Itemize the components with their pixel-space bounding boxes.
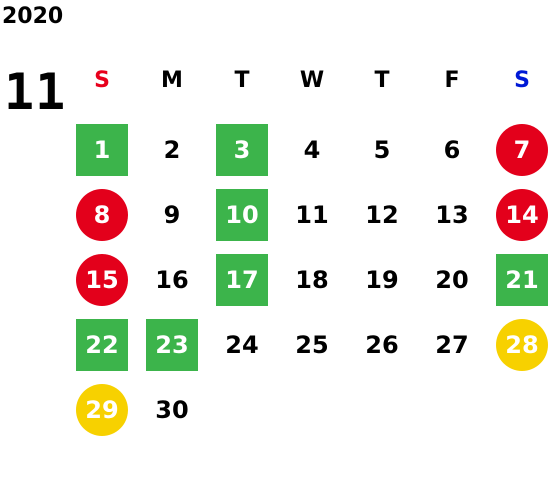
calendar-day-cell[interactable]: 9 [163,201,181,229]
calendar-day-cell[interactable]: 22 [76,319,128,371]
calendar-day-cell[interactable]: 10 [216,189,268,241]
calendar-day-cell[interactable]: 6 [443,136,461,164]
calendar-month: 11 [4,63,67,121]
weekday-label: S [94,68,110,93]
calendar-day-cell[interactable]: 29 [76,384,128,436]
calendar-day-cell[interactable]: 4 [303,136,321,164]
calendar-day-cell[interactable]: 24 [225,331,259,359]
calendar-day-cell[interactable]: 2 [163,136,181,164]
calendar-day-cell[interactable]: 3 [216,124,268,176]
weekday-label: T [234,68,250,93]
calendar-day-cell[interactable]: 28 [496,319,548,371]
calendar-day-cell[interactable]: 25 [295,331,329,359]
calendar-day-cell[interactable]: 8 [76,189,128,241]
calendar-day-cell[interactable]: 11 [295,201,329,229]
calendar-day-cell[interactable]: 18 [295,266,329,294]
weekday-label: W [299,68,325,93]
calendar-day-cell[interactable]: 30 [155,396,189,424]
calendar-day-cell[interactable]: 20 [435,266,469,294]
calendar-day-cell[interactable]: 26 [365,331,399,359]
weekday-label: S [514,68,530,93]
calendar-day-cell[interactable]: 7 [496,124,548,176]
weekday-label: F [444,68,460,93]
calendar-year: 2020 [2,4,64,29]
calendar-day-cell[interactable]: 16 [155,266,189,294]
calendar-day-cell[interactable]: 21 [496,254,548,306]
weekday-label: T [374,68,390,93]
calendar-day-cell[interactable]: 12 [365,201,399,229]
calendar-day-cell[interactable]: 13 [435,201,469,229]
calendar-day-cell[interactable]: 23 [146,319,198,371]
calendar-day-cell[interactable]: 14 [496,189,548,241]
calendar-day-cell[interactable]: 19 [365,266,399,294]
calendar-day-cell[interactable]: 5 [373,136,391,164]
calendar-day-cell[interactable]: 1 [76,124,128,176]
calendar-day-cell[interactable]: 27 [435,331,469,359]
weekday-label: M [161,68,183,93]
calendar-day-cell[interactable]: 17 [216,254,268,306]
calendar-day-cell[interactable]: 15 [76,254,128,306]
